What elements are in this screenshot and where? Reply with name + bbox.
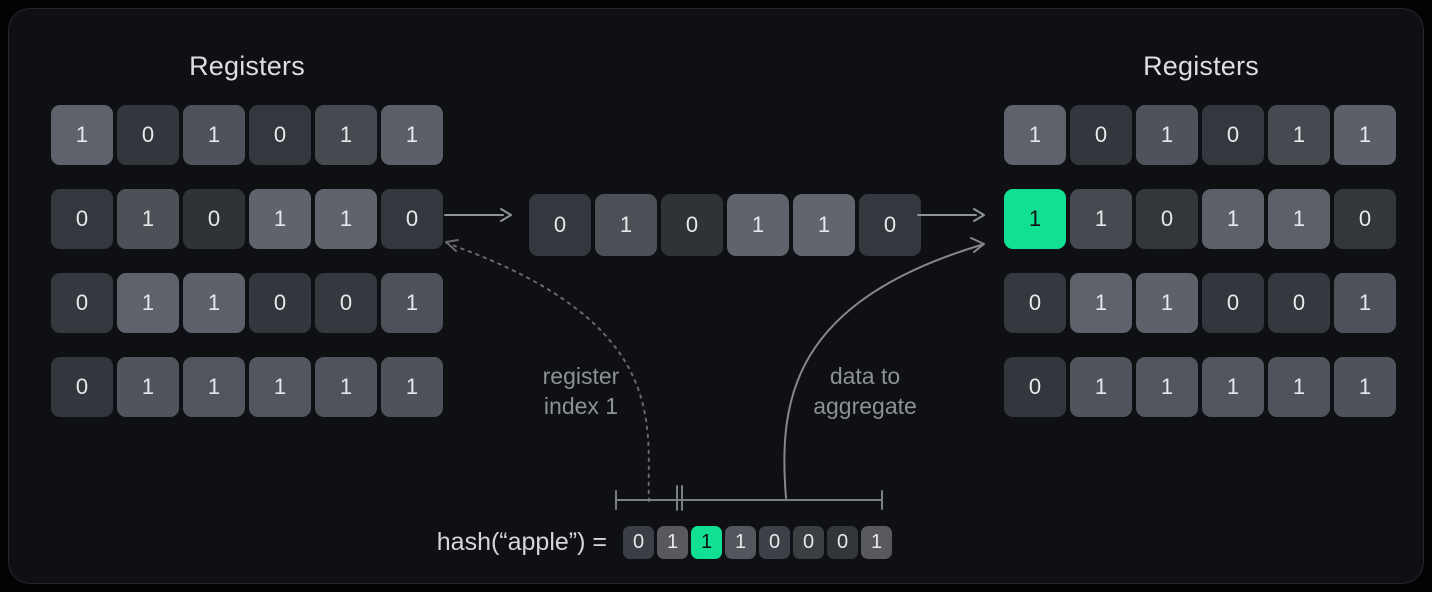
- hash-label: hash(“apple”) =: [436, 528, 607, 556]
- register-cell: 1: [1202, 189, 1264, 249]
- register-cell: 1: [117, 273, 179, 333]
- register-cell: 0: [381, 189, 443, 249]
- register-cell: 0: [249, 105, 311, 165]
- register-cell: 1: [1070, 357, 1132, 417]
- left-registers-title: Registers: [189, 51, 305, 81]
- register-cell: 1: [1070, 273, 1132, 333]
- register-cell: 0: [1004, 273, 1066, 333]
- register-cell: 1: [183, 105, 245, 165]
- register-cell: 0: [51, 189, 113, 249]
- annotation-aggregate-line1: data to: [829, 363, 901, 389]
- register-cell: 1: [381, 273, 443, 333]
- hash-bit-cell: 0: [759, 526, 790, 559]
- register-cell: 0: [183, 189, 245, 249]
- register-cell: 1: [183, 357, 245, 417]
- annotation-data-to-aggregate: data to aggregate: [813, 361, 917, 421]
- hash-bit-cell: 1: [725, 526, 756, 559]
- register-cell: 1: [315, 105, 377, 165]
- register-cell: 1: [117, 357, 179, 417]
- hash-bit-cell: 0: [827, 526, 858, 559]
- register-cell: 0: [249, 273, 311, 333]
- register-cell: 0: [1202, 105, 1264, 165]
- register-cell: 0: [1334, 189, 1396, 249]
- annotation-register-index-line1: register: [542, 363, 620, 389]
- register-cell: 1: [381, 105, 443, 165]
- register-cell: 1: [1268, 189, 1330, 249]
- bit-cell: 0: [661, 194, 723, 256]
- right-registers-title: Registers: [1143, 51, 1259, 81]
- register-cell: 1: [1004, 189, 1066, 249]
- register-cell: 0: [51, 357, 113, 417]
- register-cell: 1: [1334, 273, 1396, 333]
- annotation-register-index-line2: index 1: [543, 393, 619, 419]
- register-cell: 0: [117, 105, 179, 165]
- register-cell: 1: [315, 189, 377, 249]
- register-cell: 1: [1334, 357, 1396, 417]
- register-cell: 1: [1136, 105, 1198, 165]
- hash-bit-cell: 1: [691, 526, 722, 559]
- register-cell: 1: [1136, 357, 1198, 417]
- register-cell: 0: [51, 273, 113, 333]
- hash-bit-cell: 1: [657, 526, 688, 559]
- register-cell: 0: [1202, 273, 1264, 333]
- register-cell: 1: [1070, 189, 1132, 249]
- register-cell: 1: [249, 357, 311, 417]
- register-cell: 1: [249, 189, 311, 249]
- register-cell: 1: [315, 357, 377, 417]
- register-cell: 1: [1334, 105, 1396, 165]
- hash-bit-cell: 0: [623, 526, 654, 559]
- register-cell: 0: [1136, 189, 1198, 249]
- register-cell: 1: [1004, 105, 1066, 165]
- hash-bit-cell: 1: [861, 526, 892, 559]
- register-cell: 1: [1136, 273, 1198, 333]
- annotation-register-index: register index 1: [543, 361, 620, 421]
- register-cell: 0: [1268, 273, 1330, 333]
- register-cell: 0: [1070, 105, 1132, 165]
- register-cell: 1: [117, 189, 179, 249]
- register-cell: 0: [315, 273, 377, 333]
- register-cell: 1: [381, 357, 443, 417]
- bit-cell: 0: [529, 194, 591, 256]
- bit-cell: 1: [727, 194, 789, 256]
- bit-cell: 1: [793, 194, 855, 256]
- register-cell: 0: [1004, 357, 1066, 417]
- annotation-aggregate-line2: aggregate: [813, 393, 917, 419]
- register-cell: 1: [51, 105, 113, 165]
- bit-cell: 0: [859, 194, 921, 256]
- bit-cell: 1: [595, 194, 657, 256]
- register-cell: 1: [1202, 357, 1264, 417]
- register-cell: 1: [1268, 105, 1330, 165]
- register-cell: 1: [1268, 357, 1330, 417]
- hash-bit-cell: 0: [793, 526, 824, 559]
- register-cell: 1: [183, 273, 245, 333]
